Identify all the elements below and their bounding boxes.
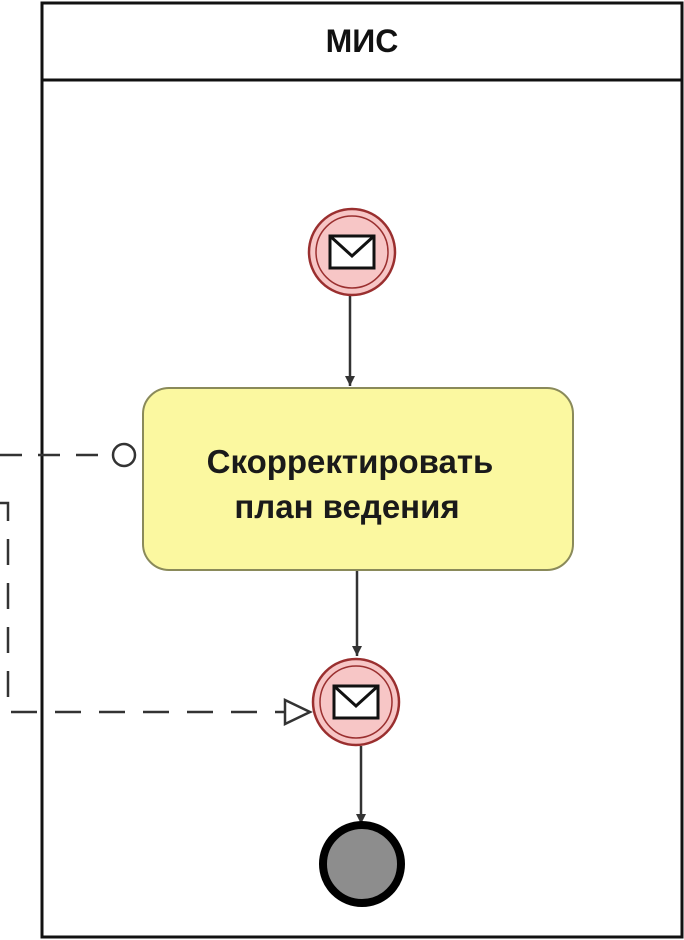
intermediate-event-inner-ring bbox=[319, 665, 393, 739]
envelope-icon bbox=[332, 684, 380, 720]
message-flow-to-event[interactable] bbox=[0, 501, 285, 714]
message-flows bbox=[0, 442, 313, 726]
task-correct-plan[interactable]: Скорректировать план ведения bbox=[142, 387, 574, 571]
start-event-inner-ring bbox=[315, 215, 389, 289]
intermediate-message-event[interactable] bbox=[311, 657, 401, 747]
message-flow-origin-circle bbox=[111, 442, 137, 468]
task-box bbox=[142, 387, 574, 571]
message-flow-arrowhead bbox=[283, 698, 313, 726]
end-event-circle bbox=[319, 821, 405, 907]
sequence-flows bbox=[345, 296, 366, 824]
envelope-icon bbox=[328, 234, 376, 270]
task-label-line1: Скорректировать bbox=[207, 443, 494, 480]
end-event[interactable] bbox=[319, 821, 405, 907]
lane-title: МИС bbox=[326, 23, 399, 59]
start-message-event[interactable] bbox=[307, 207, 397, 297]
task-label-line2: план ведения bbox=[234, 488, 459, 525]
